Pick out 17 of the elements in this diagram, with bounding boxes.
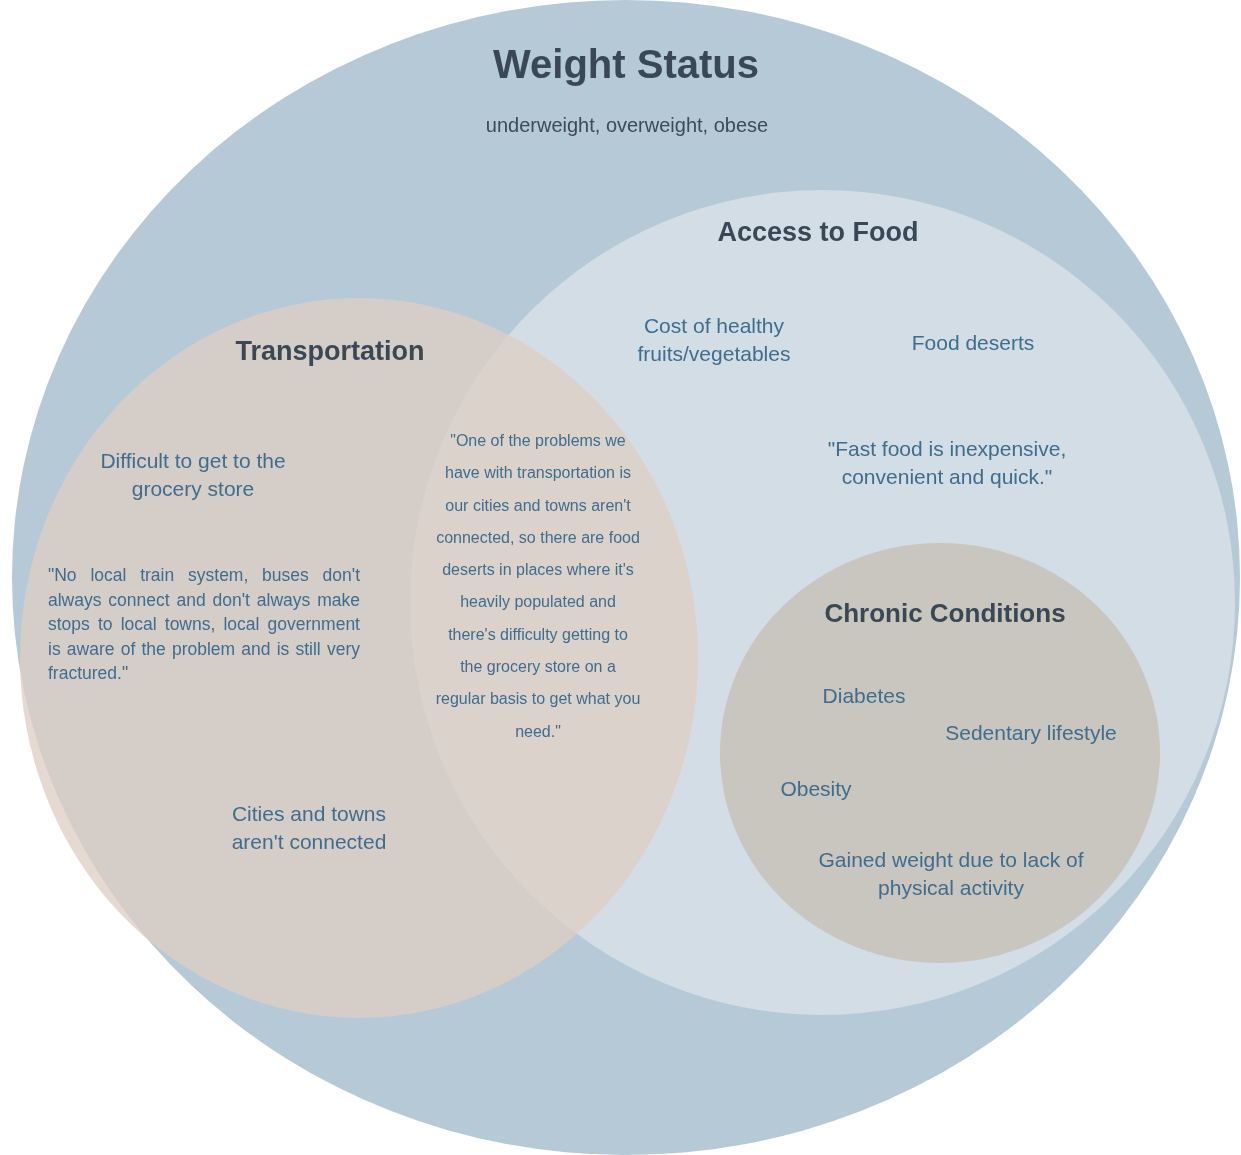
factor-text: Cost of healthy fruits/vegetables [636, 313, 792, 367]
quote-text: "One of the problems we have with transportation is our cities and towns aren't connected, so there are food deserts in places where it's heavily populated and there's difficulty getting to the grocery store on a regular basis to get what you need." [435, 431, 641, 742]
circle-subtitle: underweight, overweight, obese [485, 114, 769, 137]
factor-text: Diabetes [821, 683, 907, 709]
factor-text: Food deserts [910, 330, 1036, 356]
quote-text: "No local train system, buses don't always connect and don't always make stops to local towns, local government is aware of the problem and is still very fractured." [48, 564, 360, 686]
venn-circle [12, 0, 1240, 1155]
circle-title: Weight Status [493, 42, 759, 87]
circle-title: Chronic Conditions [824, 598, 1066, 629]
factor-text: Cities and towns aren't connected [230, 801, 388, 855]
circle-title: Transportation [235, 336, 425, 367]
factor-text: Obesity [779, 776, 853, 802]
factor-text: Sedentary lifestyle [944, 720, 1118, 746]
factor-text: Difficult to get to the grocery store [99, 448, 287, 502]
circle-title: Access to Food [717, 217, 919, 248]
factor-text: Gained weight due to lack of physical activity [817, 847, 1085, 901]
quote-text: "Fast food is inexpensive, convenient and quick." [826, 436, 1068, 490]
